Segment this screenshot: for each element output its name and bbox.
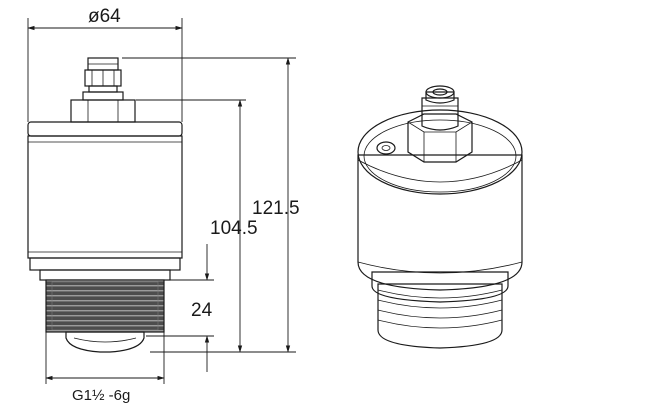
thread-spec-label: G1½ -6g (72, 387, 130, 404)
cable-gland (70, 57, 136, 123)
dimension-diameter: ø64 (27, 6, 183, 122)
iso-body (357, 109, 523, 291)
thread-length-label: 24 (191, 300, 213, 321)
thread-section (45, 279, 165, 333)
dimension-total-height: 121.5 (122, 57, 300, 353)
dimension-body-height: 104.5 (136, 99, 258, 353)
dimension-thread-spec: G1½ -6g (45, 332, 165, 404)
front-view: ø64 121.5 104.5 24 G1½ -6g (27, 6, 300, 404)
iso-indicator (376, 141, 396, 155)
isometric-view (357, 85, 523, 349)
iso-thread (377, 283, 503, 349)
transducer-face (65, 331, 145, 353)
iso-collar (371, 271, 509, 303)
dimension-thread-length: 24 (146, 244, 214, 372)
sensor-body (27, 121, 183, 281)
body-height-label: 104.5 (210, 218, 258, 239)
diameter-label: ø64 (88, 6, 121, 27)
total-height-label: 121.5 (252, 198, 300, 219)
iso-cable-gland (421, 85, 459, 131)
